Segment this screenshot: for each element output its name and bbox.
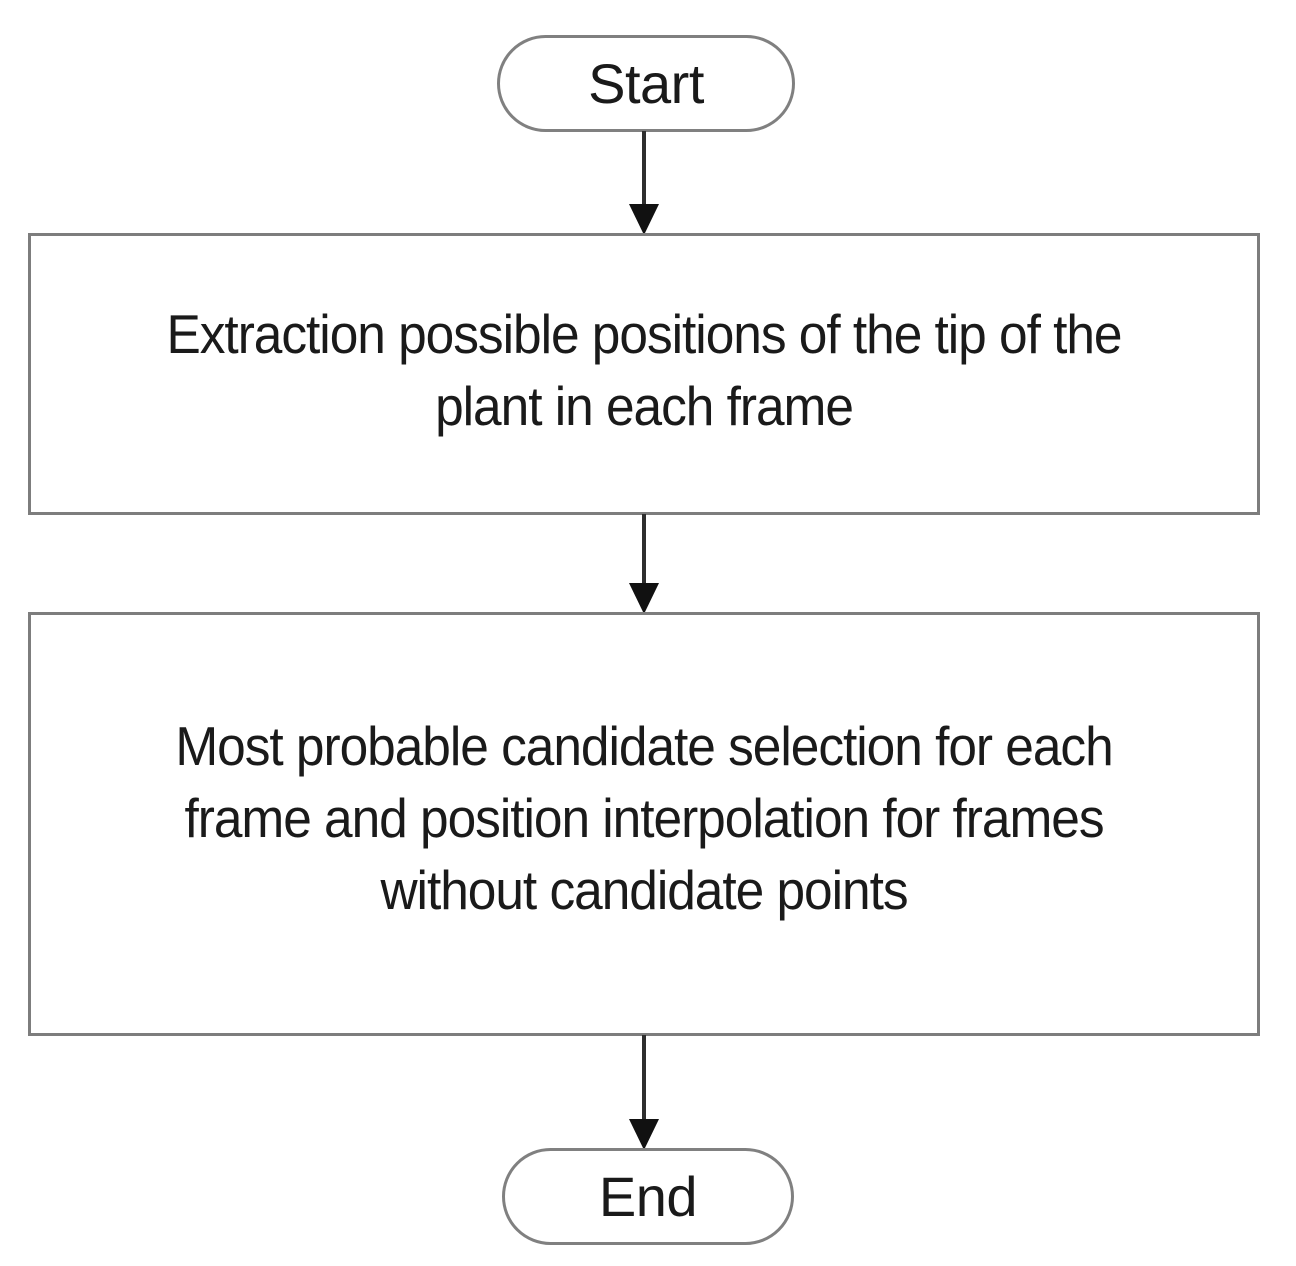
node-start-label: Start — [588, 51, 704, 115]
node-process-extraction-label: Extraction possible positions of the tip… — [166, 303, 1122, 437]
node-process-candidate-selection-label: Most probable candidate selection for ea… — [175, 715, 1113, 921]
node-process-candidate-selection[interactable]: Most probable candidate selection for ea… — [28, 612, 1260, 1036]
arrow-shaft — [642, 1035, 646, 1122]
node-end-label: End — [598, 1164, 698, 1228]
arrow-process-2-to-end — [629, 1035, 659, 1150]
arrow-head-icon — [629, 204, 659, 235]
arrow-shaft — [642, 131, 646, 207]
node-end[interactable]: End — [502, 1148, 794, 1245]
arrow-head-icon — [629, 1119, 659, 1150]
arrow-head-icon — [629, 583, 659, 614]
arrow-shaft — [642, 514, 646, 586]
arrow-process-1-to-process-2 — [629, 514, 659, 614]
node-process-extraction[interactable]: Extraction possible positions of the tip… — [28, 233, 1260, 515]
arrow-start-to-process-1 — [629, 131, 659, 235]
node-start[interactable]: Start — [497, 35, 795, 132]
